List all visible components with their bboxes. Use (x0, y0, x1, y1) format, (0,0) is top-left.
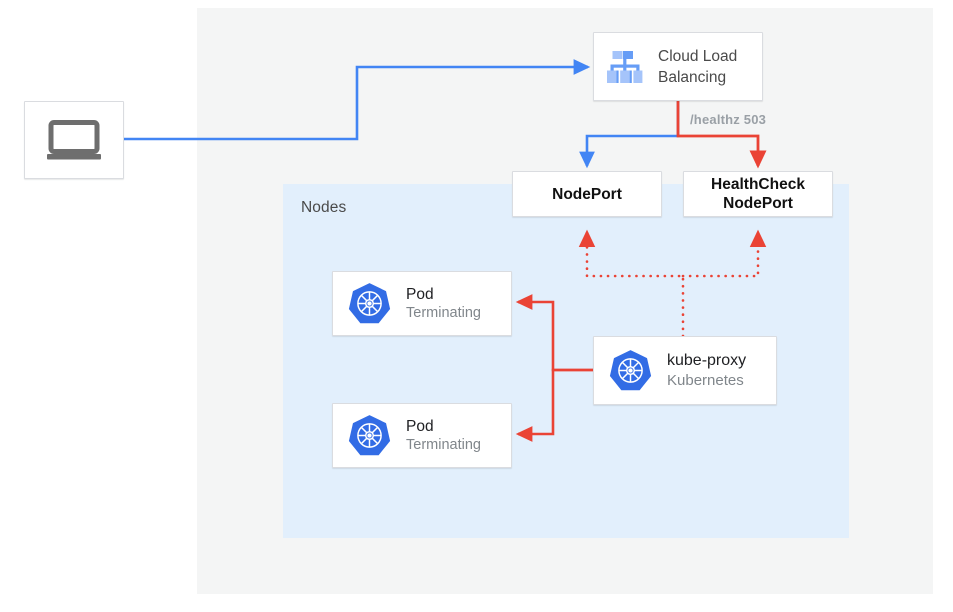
healthcheck-nodeport-label-line1: HealthCheck (711, 176, 805, 193)
client-node[interactable] (24, 101, 124, 179)
cloud-load-balancing-label: Cloud Load Balancing (658, 46, 737, 88)
kube-proxy-subtitle: Kubernetes (667, 371, 744, 389)
kube-proxy-title: kube-proxy (667, 351, 747, 369)
pod-node[interactable]: Pod Terminating (332, 403, 512, 468)
laptop-icon (47, 120, 101, 160)
nodes-region-label: Nodes (301, 199, 347, 216)
pod-title: Pod (406, 285, 434, 303)
cloud-load-balancing-label-line1: Cloud Load (658, 47, 738, 65)
kubernetes-icon (609, 350, 652, 391)
cloud-load-balancing-node[interactable]: Cloud Load Balancing (593, 32, 763, 101)
pod-status: Terminating (406, 436, 481, 453)
nodeport-label-line1: NodePort (552, 185, 622, 203)
cloud-load-balancing-label-line2: Balancing (658, 68, 727, 86)
pod-text: Pod Terminating (406, 417, 481, 455)
pod-title: Pod (406, 417, 434, 435)
healthcheck-nodeport-label-line2: NodePort (723, 195, 793, 212)
kubernetes-icon (348, 415, 391, 456)
nodeport-label: NodePort (552, 185, 622, 204)
kube-proxy-node[interactable]: kube-proxy Kubernetes (593, 336, 777, 405)
healthcheck-nodeport-service[interactable]: HealthCheck NodePort (683, 171, 833, 217)
kube-proxy-text: kube-proxy Kubernetes (667, 351, 746, 391)
healthz-edge-label: /healthz 503 (690, 112, 767, 127)
kubernetes-icon (348, 283, 391, 324)
pod-status: Terminating (406, 304, 481, 321)
nodeport-service[interactable]: NodePort (512, 171, 662, 217)
pod-node[interactable]: Pod Terminating (332, 271, 512, 336)
cloud-load-balancing-icon (607, 50, 643, 83)
healthcheck-nodeport-label: HealthCheck NodePort (711, 175, 805, 213)
pod-text: Pod Terminating (406, 285, 481, 323)
